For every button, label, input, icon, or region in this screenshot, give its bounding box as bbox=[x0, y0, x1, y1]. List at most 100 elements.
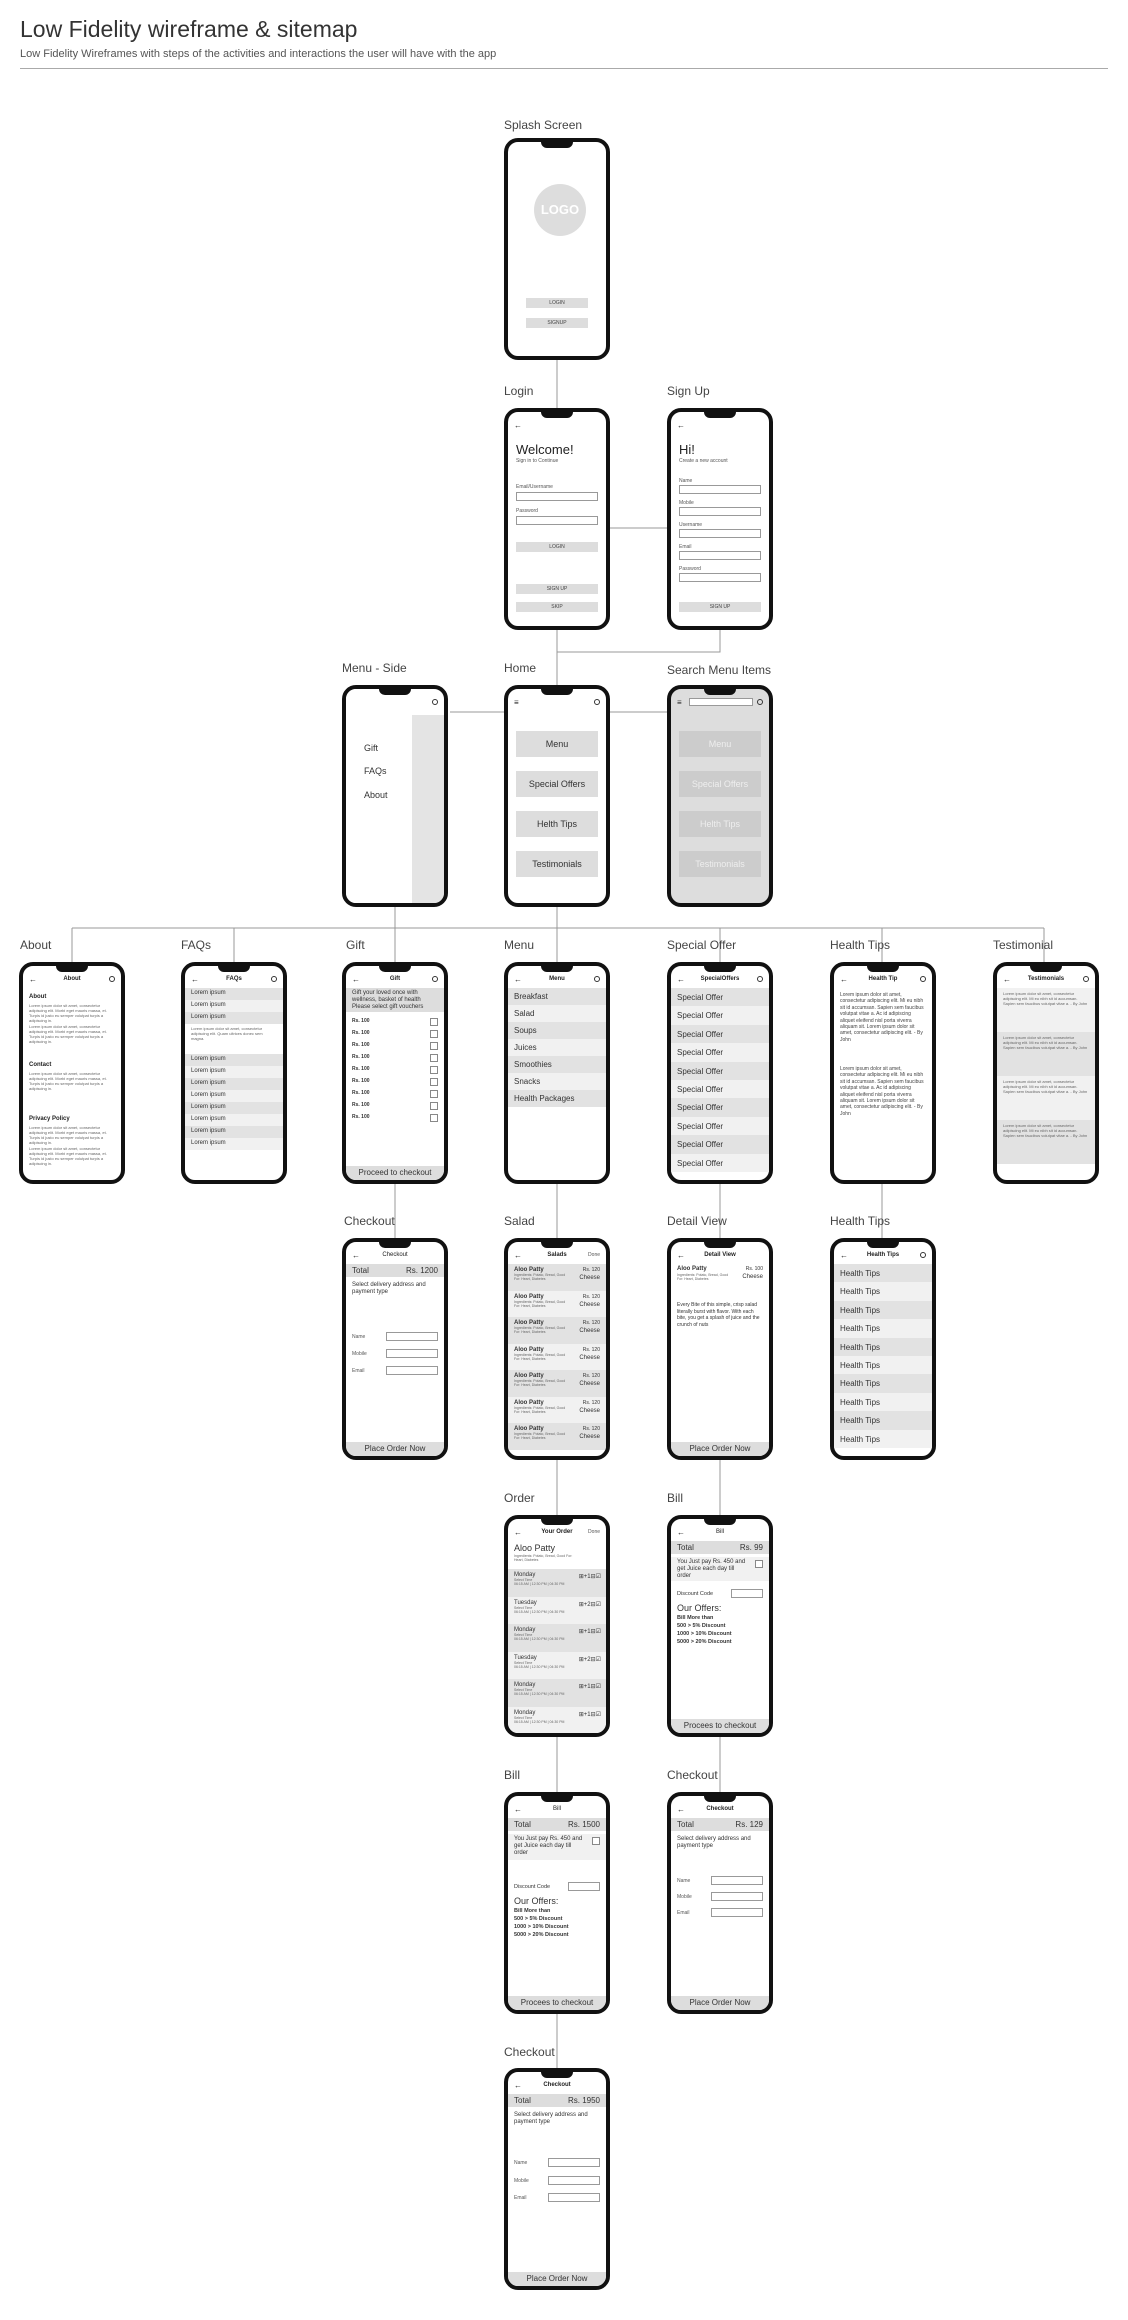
minus-icon[interactable]: ⊟ bbox=[590, 1629, 596, 1635]
hamburger-icon[interactable]: ≡ bbox=[677, 698, 682, 707]
special-offer-item[interactable]: Special Offer bbox=[671, 1135, 769, 1154]
password-field[interactable] bbox=[516, 516, 598, 525]
gift-voucher-item[interactable]: Rs. 100 bbox=[346, 1040, 444, 1052]
special-offer-item[interactable]: Special Offer bbox=[671, 1006, 769, 1025]
gift-voucher-item[interactable]: Rs. 100 bbox=[346, 1064, 444, 1076]
special-offer-item[interactable]: Special Offer bbox=[671, 1079, 769, 1099]
faq-item[interactable]: Lorem ipsum bbox=[185, 1066, 283, 1078]
place-order-button[interactable]: Place Order Now bbox=[346, 1442, 444, 1456]
discount-code-field[interactable] bbox=[731, 1589, 763, 1598]
back-arrow-icon[interactable]: ← bbox=[677, 1805, 685, 1814]
special-offer-item[interactable]: Special Offer bbox=[671, 1024, 769, 1044]
special-offer-item[interactable]: Special Offer bbox=[671, 1061, 769, 1080]
search-icon[interactable] bbox=[594, 699, 600, 705]
special-offer-item[interactable]: Special Offer bbox=[671, 988, 769, 1007]
faq-item[interactable]: Lorem ipsum bbox=[185, 1114, 283, 1126]
mobile-field[interactable] bbox=[386, 1349, 438, 1358]
search-icon[interactable] bbox=[920, 1252, 926, 1258]
time-slots[interactable]: 06:15 AM | 12:30 PM | 04:30 PM bbox=[514, 1664, 565, 1669]
checkbox[interactable] bbox=[430, 1114, 438, 1122]
username-field[interactable] bbox=[679, 529, 761, 538]
check-icon[interactable]: ☑ bbox=[595, 1601, 601, 1608]
faq-item[interactable]: Lorem ipsum bbox=[185, 988, 283, 1000]
checkbox[interactable] bbox=[430, 1018, 438, 1026]
back-arrow-icon[interactable]: ← bbox=[677, 421, 685, 430]
back-arrow-icon[interactable]: ← bbox=[352, 1251, 360, 1260]
back-arrow-icon[interactable]: ← bbox=[514, 2081, 522, 2090]
check-icon[interactable]: ☑ bbox=[595, 1711, 601, 1718]
time-slots[interactable]: 06:15 AM | 12:30 PM | 04:30 PM bbox=[514, 1719, 565, 1724]
proceed-checkout-button[interactable]: Procees to checkout bbox=[508, 1996, 606, 2010]
faq-item[interactable]: Lorem ipsum bbox=[185, 1012, 283, 1024]
checkbox[interactable] bbox=[430, 1066, 438, 1074]
faq-item[interactable]: Lorem ipsum bbox=[185, 1000, 283, 1012]
email-field[interactable] bbox=[548, 2193, 600, 2202]
search-icon[interactable] bbox=[271, 976, 277, 982]
discount-code-field[interactable] bbox=[568, 1882, 600, 1891]
time-slots[interactable]: 06:15 AM | 12:30 PM | 04:30 PM bbox=[514, 1609, 565, 1614]
special-offer-item[interactable]: Special Offer bbox=[671, 1116, 769, 1136]
check-icon[interactable]: ☑ bbox=[595, 1629, 601, 1635]
home-healthtips-button[interactable]: Helth Tips bbox=[516, 811, 598, 837]
search-icon[interactable] bbox=[109, 976, 115, 982]
name-field[interactable] bbox=[679, 485, 761, 494]
checkbox[interactable] bbox=[755, 1560, 763, 1568]
back-arrow-icon[interactable]: ← bbox=[352, 975, 360, 984]
done-button[interactable]: Done bbox=[588, 1529, 600, 1535]
home-menu-button[interactable]: Menu bbox=[516, 731, 598, 757]
email-field[interactable] bbox=[711, 1908, 763, 1917]
check-icon[interactable]: ☑ bbox=[595, 1574, 601, 1580]
back-arrow-icon[interactable]: ← bbox=[840, 975, 848, 984]
back-arrow-icon[interactable]: ← bbox=[29, 975, 37, 984]
faq-item[interactable]: Lorem ipsum bbox=[185, 1090, 283, 1102]
search-icon[interactable] bbox=[920, 976, 926, 982]
back-arrow-icon[interactable]: ← bbox=[677, 1251, 685, 1260]
side-item-gift[interactable]: Gift bbox=[364, 743, 379, 753]
back-arrow-icon[interactable]: ← bbox=[514, 1805, 522, 1814]
plus-icon[interactable]: ⊞ bbox=[578, 1656, 584, 1663]
place-order-button[interactable]: Place Order Now bbox=[671, 1442, 769, 1456]
place-order-button[interactable]: Place Order Now bbox=[671, 1996, 769, 2010]
special-offer-item[interactable]: Special Offer bbox=[671, 1098, 769, 1117]
time-slots[interactable]: 06:15 AM | 12:30 PM | 04:30 PM bbox=[514, 1637, 565, 1641]
checkbox[interactable] bbox=[430, 1090, 438, 1098]
menu-item-juices[interactable]: Juices bbox=[508, 1039, 606, 1056]
faq-item[interactable]: Lorem ipsum bbox=[185, 1102, 283, 1114]
mobile-field[interactable] bbox=[711, 1892, 763, 1901]
minus-icon[interactable]: ⊟ bbox=[590, 1601, 596, 1608]
email-field[interactable] bbox=[516, 492, 598, 501]
faq-item[interactable]: Lorem ipsum bbox=[185, 1054, 283, 1066]
proceed-checkout-button[interactable]: Procees to checkout bbox=[671, 1719, 769, 1733]
name-field[interactable] bbox=[386, 1332, 438, 1341]
back-arrow-icon[interactable]: ← bbox=[677, 1528, 685, 1537]
plus-icon[interactable]: ⊞ bbox=[578, 1601, 584, 1608]
plus-icon[interactable]: ⊞ bbox=[578, 1629, 584, 1635]
email-field[interactable] bbox=[679, 551, 761, 560]
home-special-button[interactable]: Special Offers bbox=[516, 771, 598, 797]
gift-voucher-item[interactable]: Rs. 100 bbox=[346, 1100, 444, 1112]
back-arrow-icon[interactable]: ← bbox=[514, 1251, 522, 1260]
minus-icon[interactable]: ⊟ bbox=[590, 1684, 596, 1690]
health-tip-item[interactable]: Health Tips bbox=[834, 1319, 932, 1338]
back-arrow-icon[interactable]: ← bbox=[1003, 975, 1011, 984]
gift-voucher-item[interactable]: Rs. 100 bbox=[346, 1052, 444, 1064]
time-slots[interactable]: 06:15 AM | 12:30 PM | 04:30 PM bbox=[514, 1692, 565, 1696]
checkbox[interactable] bbox=[592, 1837, 600, 1845]
search-icon[interactable] bbox=[1083, 976, 1089, 982]
menu-item-snacks[interactable]: Snacks bbox=[508, 1073, 606, 1090]
checkbox[interactable] bbox=[430, 1042, 438, 1050]
mobile-field[interactable] bbox=[679, 507, 761, 516]
checkbox[interactable] bbox=[430, 1102, 438, 1110]
plus-icon[interactable]: ⊞ bbox=[578, 1684, 584, 1690]
search-icon[interactable] bbox=[757, 699, 763, 705]
side-item-faqs[interactable]: FAQs bbox=[364, 766, 387, 776]
back-arrow-icon[interactable]: ← bbox=[514, 1528, 522, 1537]
menu-item-breakfast[interactable]: Breakfast bbox=[508, 988, 606, 1005]
back-arrow-icon[interactable]: ← bbox=[840, 1251, 848, 1260]
password-field[interactable] bbox=[679, 573, 761, 582]
